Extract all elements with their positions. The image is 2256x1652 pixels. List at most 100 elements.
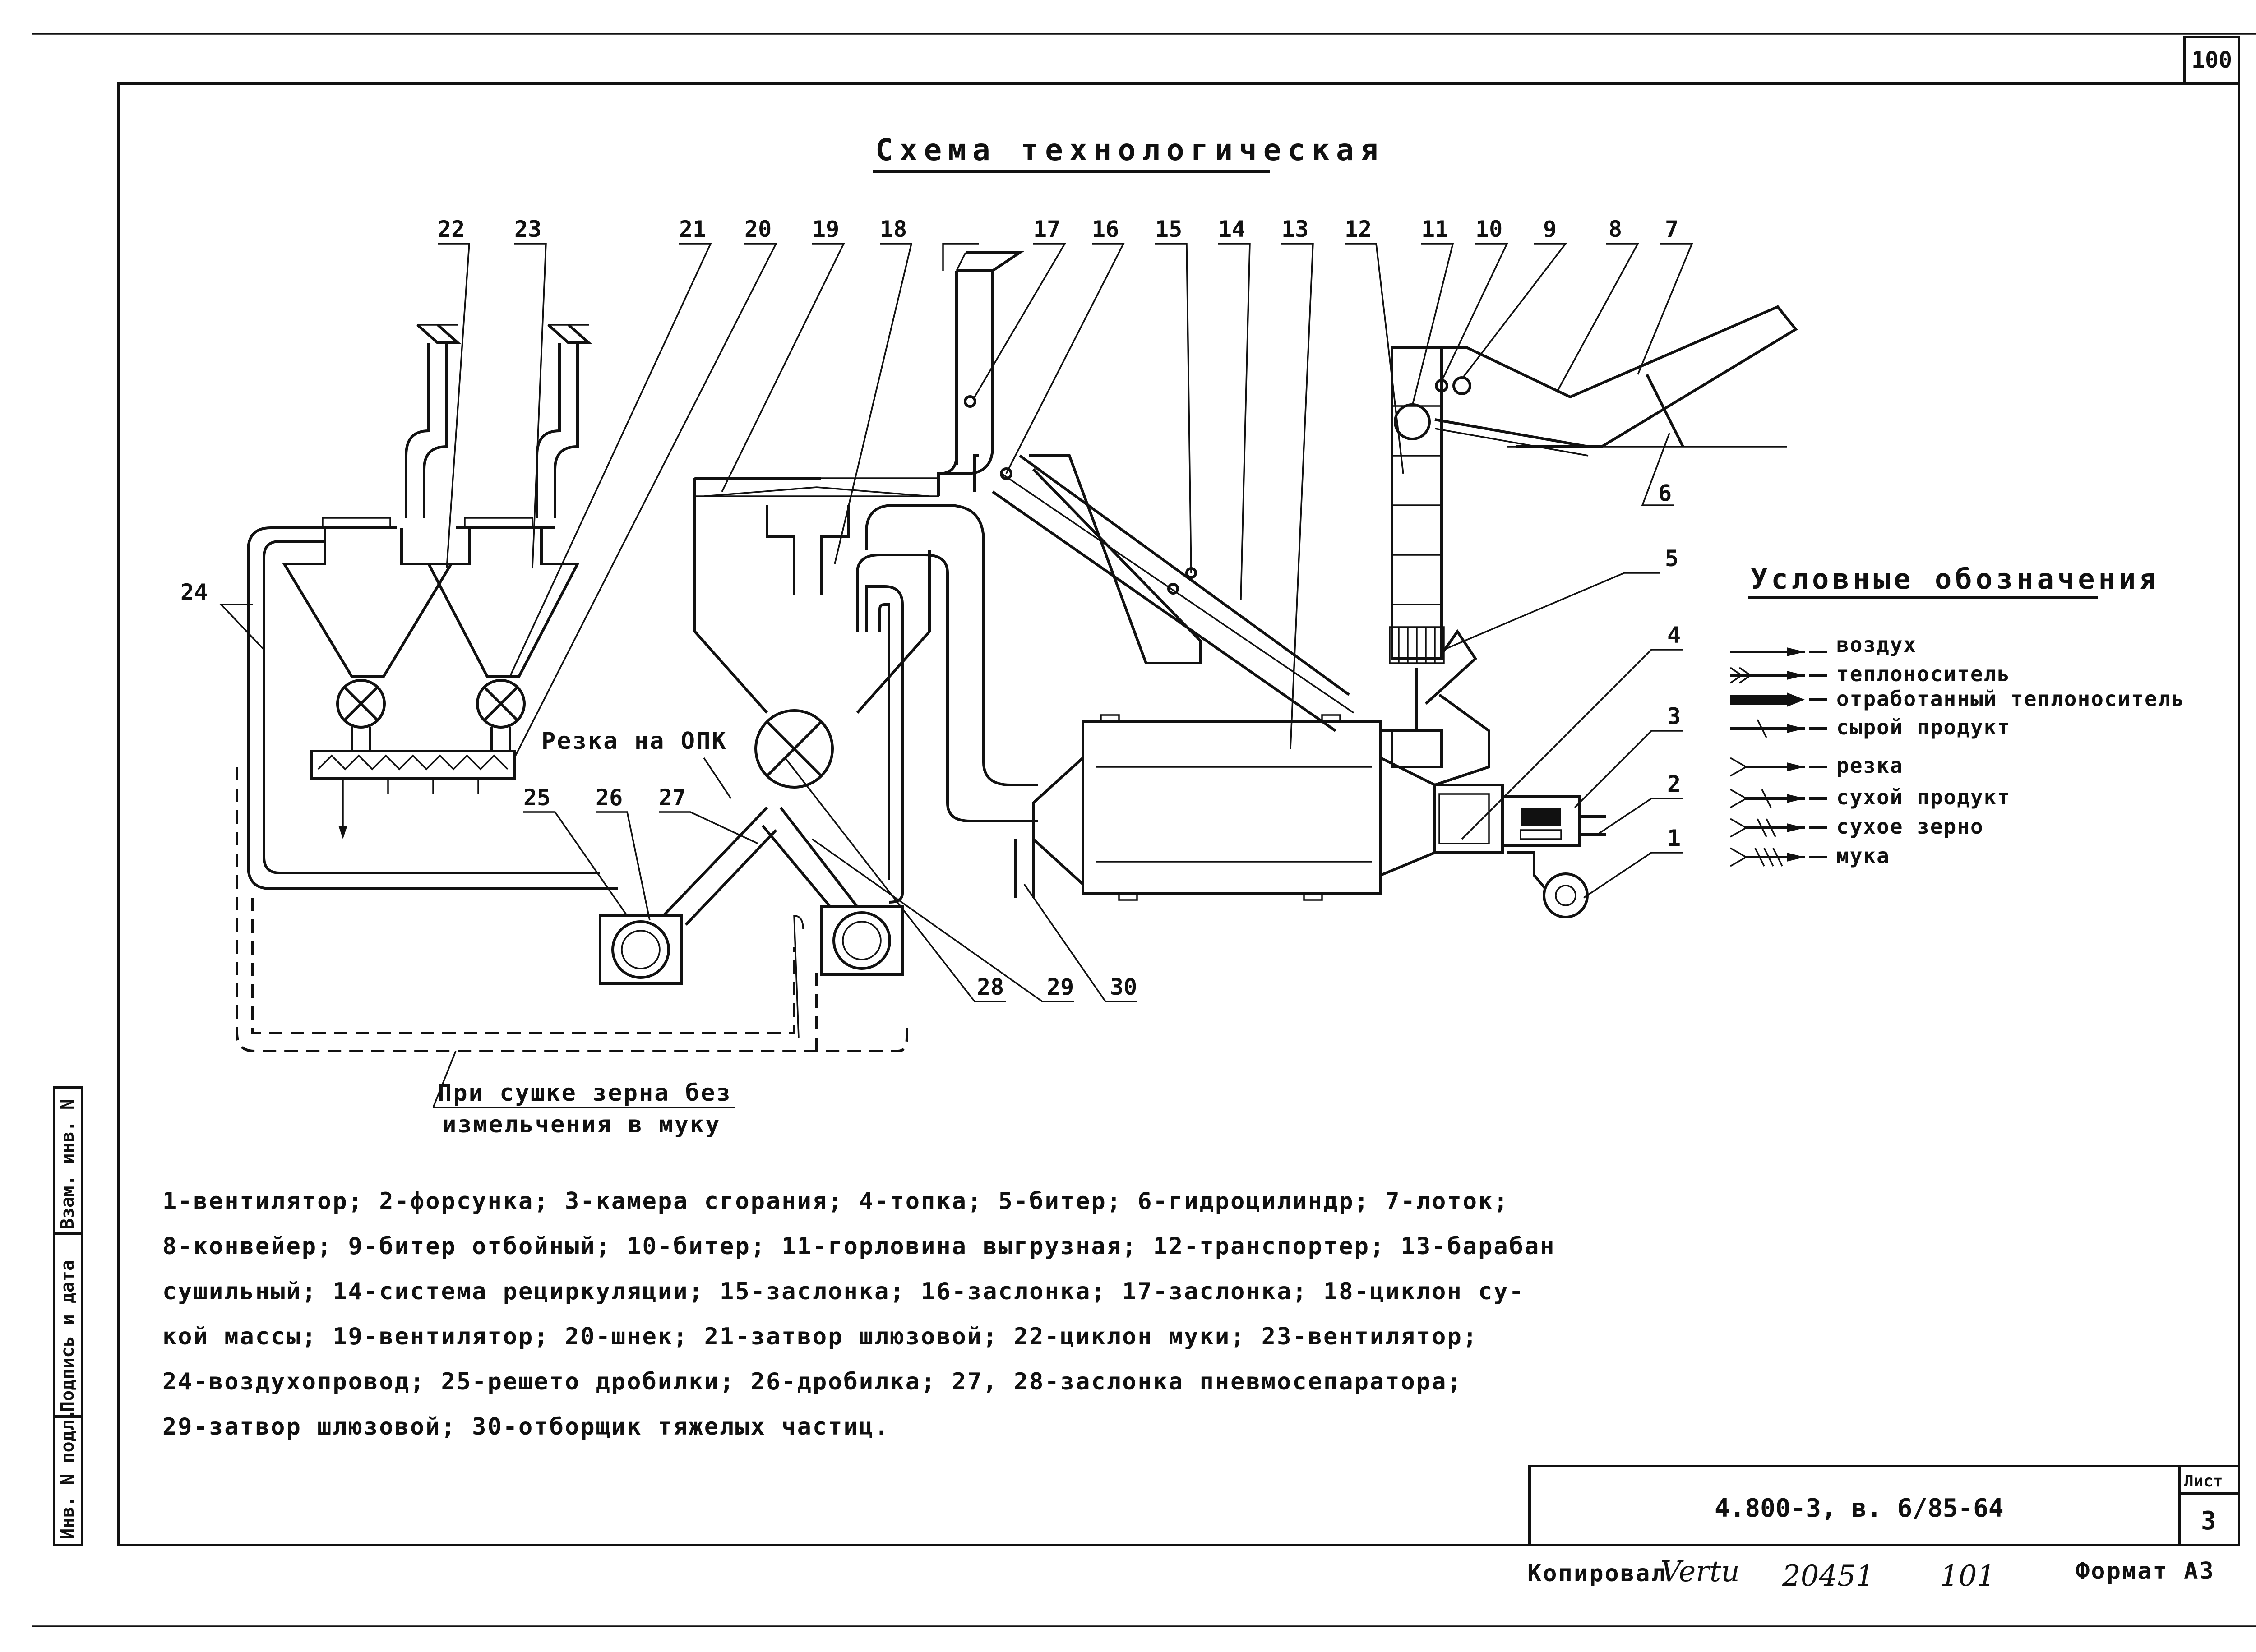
callout-26: 26 (596, 784, 623, 811)
page-number: 100 (2191, 47, 2232, 73)
furnace-4 (1435, 784, 1504, 854)
callout-4: 4 (1667, 622, 1681, 648)
callout-2: 2 (1667, 771, 1681, 797)
format-label: Формат А3 (2076, 1558, 2215, 1585)
combustion-chamber-3 (1501, 795, 1581, 847)
screw-conveyor-20 (310, 750, 516, 839)
caption-line-6: 29-затвор шлюзовой; 30-отборщик тяжелых … (162, 1413, 890, 1440)
legend-item-2: теплоноситель (1730, 662, 2011, 686)
callout-15: 15 (1155, 216, 1182, 242)
callout-18: 18 (880, 216, 907, 242)
caption-line-4: кой массы; 19-вентилятор; 20-шнек; 21-за… (162, 1323, 1478, 1350)
sheet-number: 3 (2201, 1506, 2216, 1536)
legend-item-4: сырой продукт (1730, 715, 2011, 739)
conveyor-8 (1392, 305, 1798, 457)
svg-text:сухой продукт: сухой продукт (1836, 785, 2011, 809)
annotation-bypass-line-1: При сушке зерна без (438, 1080, 732, 1107)
order-number: 20451 (1782, 1560, 1874, 1593)
svg-text:сырой продукт: сырой продукт (1836, 715, 2011, 739)
caption: 1-вентилятор; 2-форсунка; 3-камера сгора… (162, 1188, 1556, 1440)
legend-item-8: мука (1730, 844, 1890, 868)
cyclone-18 (693, 477, 939, 789)
callout-30: 30 (1110, 974, 1137, 1000)
beater-9 (1452, 376, 1471, 395)
callout-10: 10 (1475, 216, 1502, 242)
copied-signature: Vertu (1660, 1555, 1740, 1588)
leader-lines (219, 243, 1693, 1002)
callout-19: 19 (812, 216, 839, 242)
caption-line-1: 1-вентилятор; 2-форсунка; 3-камера сгора… (162, 1188, 1509, 1215)
svg-text:воздух: воздух (1836, 632, 1917, 657)
drawing-frame (117, 82, 2240, 1546)
callout-1: 1 (1667, 825, 1681, 851)
callout-12: 12 (1345, 216, 1372, 242)
copied-by-label: Копировал (1527, 1560, 1667, 1587)
callout-27: 27 (659, 784, 686, 811)
callout-numbers: 1 2 3 4 5 6 7 8 9 10 11 12 13 14 15 16 1… (180, 216, 1681, 1000)
bypass-dashed-line (236, 767, 908, 1052)
svg-text:мука: мука (1836, 844, 1890, 868)
svg-text:теплоноситель: теплоноситель (1836, 662, 2011, 686)
drawing-title: Схема технологическая (875, 133, 1384, 167)
hydraulic-cylinder-6 (1646, 374, 1684, 448)
callout-8: 8 (1609, 216, 1622, 242)
caption-line-2: 8-конвейер; 9-битер отбойный; 10-битер; … (162, 1233, 1556, 1260)
copy-number: 101 (1940, 1560, 1995, 1593)
svg-text:отработанный теплоноситель: отработанный теплоноситель (1836, 687, 2185, 711)
callout-3: 3 (1667, 703, 1681, 729)
callout-9: 9 (1543, 216, 1557, 242)
fan-1 (1507, 851, 1589, 918)
callout-24: 24 (180, 579, 208, 605)
sheet-label: Лист (2184, 1472, 2223, 1490)
callout-5: 5 (1665, 545, 1678, 572)
svg-text:резка: резка (1836, 753, 1903, 778)
svg-text:сухое зерно: сухое зерно (1836, 814, 1984, 839)
nozzle-2 (1579, 815, 1606, 836)
legend-item-3: отработанный теплоноситель (1730, 687, 2185, 711)
annotation-cut-to-opk: Резка на ОПК (541, 728, 727, 755)
callout-13: 13 (1281, 216, 1308, 242)
rotary-valve-29 (754, 709, 834, 789)
rotary-valve-21 (476, 679, 526, 729)
cyclone-22 (282, 517, 454, 751)
callout-21: 21 (679, 216, 706, 242)
side-stamp-cell-1: Инв. N подл. (57, 1409, 78, 1539)
exhaust-pipe-23 (554, 343, 579, 518)
crusher-26 (599, 914, 683, 985)
page-number-box (2183, 36, 2240, 85)
legend-item-1: воздух (1730, 632, 1917, 657)
side-stamp: Инв. N подл. Подпись и дата Взам. инв. N (53, 1086, 83, 1546)
cyclone-23 (426, 517, 580, 751)
callout-11: 11 (1421, 216, 1448, 242)
legend-heading: Условные обозначения (1751, 563, 2160, 595)
caption-line-5: 24-воздухопровод; 25-решето дробилки; 26… (162, 1368, 1463, 1395)
caption-line-3: сушильный; 14-система рециркуляции; 15-з… (162, 1278, 1525, 1305)
callout-16: 16 (1092, 216, 1119, 242)
recirculation-duct-14 (1019, 454, 1350, 696)
callout-25: 25 (523, 784, 550, 811)
air-duct-24 (247, 526, 618, 890)
callout-28: 28 (977, 974, 1004, 1000)
exhaust-pipe-22 (423, 343, 448, 518)
callout-17: 17 (1033, 216, 1060, 242)
process-scheme (236, 243, 1798, 1052)
callout-7: 7 (1665, 216, 1678, 242)
drying-drum-13 (1014, 714, 1436, 901)
callout-23: 23 (514, 216, 541, 242)
callout-22: 22 (438, 216, 465, 242)
crusher-25 (820, 905, 904, 976)
legend: Условные обозначения воздух теплоносител… (1730, 563, 2185, 868)
title-block: 4.800-3, в. 6/85-64 Лист 3 (1528, 1465, 2240, 1546)
callout-6: 6 (1658, 480, 1672, 506)
callout-29: 29 (1047, 974, 1074, 1000)
legend-item-6: сухой продукт (1730, 785, 2011, 809)
legend-item-7: сухое зерно (1730, 814, 1984, 839)
legend-item-5: резка (1730, 753, 1903, 778)
side-stamp-cell-2: Подпись и дата (57, 1260, 78, 1412)
rotary-valve-22 (336, 679, 386, 729)
callout-14: 14 (1218, 216, 1245, 242)
document-code: 4.800-3, в. 6/85-64 (1715, 1494, 2004, 1523)
beater-11 (1394, 403, 1431, 440)
annotation-bypass-line-2: измельчения в муку (442, 1111, 721, 1138)
